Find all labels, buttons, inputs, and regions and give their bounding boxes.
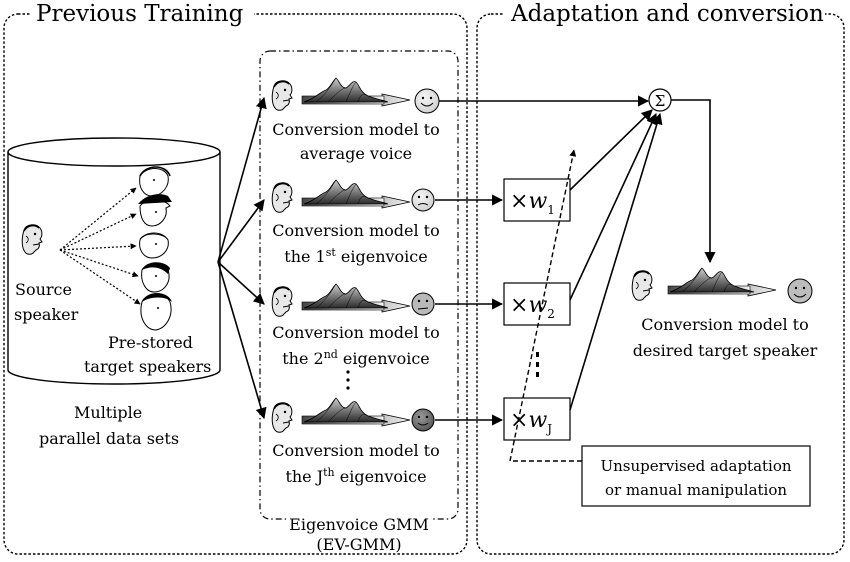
model-label-line2: the 2nd eigenvoice — [282, 348, 430, 368]
svg-text:×wJ: ×wJ — [510, 408, 552, 436]
svg-text:×w1: ×w1 — [510, 189, 555, 217]
speaker-icon — [271, 181, 293, 214]
model-row-average: Conversion model to average voice — [271, 77, 440, 163]
neutral-face-icon — [411, 188, 435, 212]
gmm-distribution-icon — [667, 267, 777, 297]
adaptation-frame — [476, 13, 845, 555]
svg-text:Σ: Σ — [655, 92, 666, 110]
source-to-targets-arrows — [59, 187, 141, 305]
model-label-line2: the Jth eigenvoice — [285, 466, 426, 486]
previous-training-title: Previous Training — [36, 1, 244, 27]
target-label-line1: Conversion model to — [641, 315, 808, 334]
model-label-line2: the 1st eigenvoice — [284, 246, 427, 266]
sum-node: Σ — [648, 88, 672, 112]
target-speaker-icon — [141, 262, 170, 293]
training-arrows — [217, 96, 267, 420]
evgmm-label-line1: Eigenvoice GMM — [289, 515, 429, 534]
sum-to-target-arrow — [671, 99, 716, 264]
unsupervised-line2: or manual manipulation — [605, 481, 787, 499]
model-row-j: Conversion model to the Jth eigenvoice — [271, 397, 440, 486]
target-model: Conversion model to desired target speak… — [631, 267, 818, 360]
target-speaker-icon — [139, 232, 169, 259]
model-label-line1: Conversion model to — [272, 441, 439, 460]
gmm-distribution-icon — [301, 397, 411, 427]
weight-box-2: ×w2 — [503, 282, 571, 326]
speaker-icon — [271, 79, 293, 112]
happy-face-icon — [787, 278, 813, 304]
smiling-face-icon — [411, 408, 435, 432]
sad-face-icon — [411, 292, 435, 316]
source-label-line2: speaker — [14, 305, 79, 324]
datasets-label-line1: Multiple — [74, 403, 142, 422]
unsupervised-line1: Unsupervised adaptation — [600, 457, 791, 475]
weights-ellipsis — [536, 352, 539, 377]
gmm-distribution-icon — [301, 283, 411, 313]
model-label-line2: average voice — [300, 144, 412, 163]
unsupervised-box: Unsupervised adaptation or manual manipu… — [581, 445, 811, 507]
prestored-label-line2: target speakers — [84, 357, 211, 376]
gmm-distribution-icon — [301, 77, 411, 107]
model-label-line1: Conversion model to — [272, 221, 439, 240]
ellipsis-dots — [346, 370, 350, 390]
model-row-1: Conversion model to the 1st eigenvoice — [271, 179, 440, 266]
model-label-line1: Conversion model to — [272, 323, 439, 342]
target-speaker-icon — [139, 166, 171, 197]
target-speaker-icon — [138, 194, 172, 227]
eigen-to-weight-arrows — [435, 194, 504, 426]
adaptation-title: Adaptation and conversion — [510, 1, 824, 27]
weight-box-j: ×wJ — [503, 397, 571, 441]
model-row-2: Conversion model to the 2nd eigenvoice — [271, 283, 440, 368]
target-label-line2: desired target speaker — [633, 341, 818, 360]
speaker-icon — [631, 269, 653, 302]
speaker-icon — [271, 285, 293, 318]
adaptation-dashed-arrow — [509, 149, 582, 462]
prestored-label-line1: Pre-stored — [108, 333, 193, 352]
weight-box-1: ×w1 — [503, 178, 571, 222]
weight-to-sum-arrows — [569, 109, 663, 411]
evgmm-label-line2: (EV-GMM) — [316, 535, 401, 554]
gmm-distribution-icon — [301, 179, 411, 209]
datasets-label-line2: parallel data sets — [39, 429, 179, 448]
target-speaker-icon — [140, 293, 172, 331]
svg-text:×w2: ×w2 — [510, 293, 555, 321]
source-label-line1: Source — [15, 280, 72, 299]
model-label-line1: Conversion model to — [272, 120, 439, 139]
speaker-icon — [271, 401, 293, 434]
happy-face-icon — [414, 88, 440, 114]
